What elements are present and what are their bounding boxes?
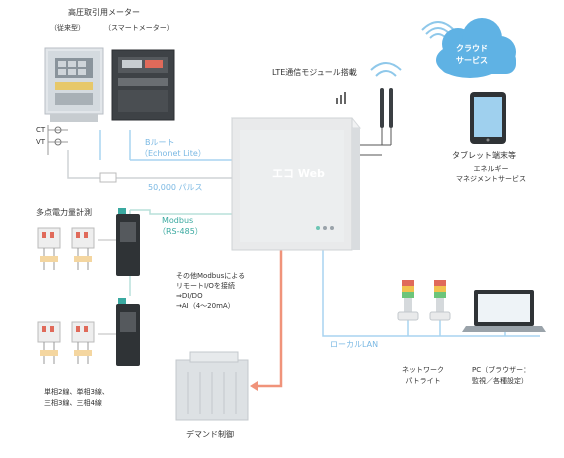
other-modbus-line3: ⇒DI/DO xyxy=(176,292,203,300)
multi-meter-label: 多点電力量計測 xyxy=(36,208,92,217)
breakers-group-1 xyxy=(37,227,95,270)
ct-label: CT xyxy=(36,126,46,134)
pulse-converter xyxy=(99,172,117,183)
power-meter-2 xyxy=(116,298,140,366)
lte-label: LTE通信モジュール搭載 xyxy=(272,68,357,77)
cloud-line2: サービス xyxy=(456,56,488,65)
modbus-standard: （RS-485） xyxy=(158,227,203,236)
breakers-group-2 xyxy=(37,321,95,364)
conventional-meter xyxy=(44,47,104,122)
demand-label: デマンド制御 xyxy=(186,430,234,439)
other-modbus-line1: その他Modbusによる xyxy=(176,272,246,280)
hvac-units-icon xyxy=(175,351,249,421)
tablet-service-line1: エネルギー xyxy=(473,165,509,173)
pc-line1: PC（ブラウザー： xyxy=(472,366,531,374)
pulse-label: 50,000 パルス xyxy=(148,183,203,192)
patlite-2-icon xyxy=(429,280,451,321)
smart-meter xyxy=(111,49,175,121)
antenna-signal-icon xyxy=(336,92,346,104)
tablet-service-line2: マネジメントサービス xyxy=(456,175,526,183)
b-route-label: Bルート xyxy=(145,138,175,147)
vt-label: VT xyxy=(36,138,46,146)
ct-vt-connector xyxy=(47,125,68,155)
tablet-title: タブレット端末等 xyxy=(452,151,516,160)
patlite-line1: ネットワーク xyxy=(402,366,444,374)
lan-label: ローカルLAN xyxy=(330,340,379,349)
pulse-line xyxy=(67,150,232,179)
other-modbus-line4: →AI（4〜20mA） xyxy=(176,302,235,310)
phase-note-line2: 三相3線、三相4線 xyxy=(44,399,102,407)
eco-web-label: エコ Web xyxy=(272,167,325,180)
signal-icon xyxy=(370,62,402,77)
meters-title: 高圧取引用メーター xyxy=(68,8,140,17)
demand-arrow xyxy=(250,381,258,391)
lte-antennas xyxy=(360,88,393,156)
conventional-meter-label: （従来型） xyxy=(50,24,85,32)
laptop-icon xyxy=(462,290,546,332)
smart-meter-label: （スマートメーター） xyxy=(104,24,174,32)
eco-web-device xyxy=(230,117,362,251)
patlite-1-icon xyxy=(397,280,419,321)
cloud-line1: クラウド xyxy=(456,44,488,53)
tablet-icon xyxy=(470,92,506,144)
modbus-label: Modbus xyxy=(162,216,194,225)
patlite-line2: パトライト xyxy=(405,377,441,385)
b-route-protocol: （Echonet Lite） xyxy=(140,149,206,158)
power-meter-1 xyxy=(116,208,140,276)
demand-line xyxy=(258,250,283,388)
modbus-line-top xyxy=(130,209,232,215)
cloud-icon xyxy=(436,18,516,78)
other-modbus-line2: リモートI/Oを接続 xyxy=(176,282,235,290)
pc-line2: 監視／各種設定） xyxy=(472,377,528,385)
phase-note-line1: 単相2線、単相3線、 xyxy=(44,388,109,396)
lan-line xyxy=(322,250,540,337)
